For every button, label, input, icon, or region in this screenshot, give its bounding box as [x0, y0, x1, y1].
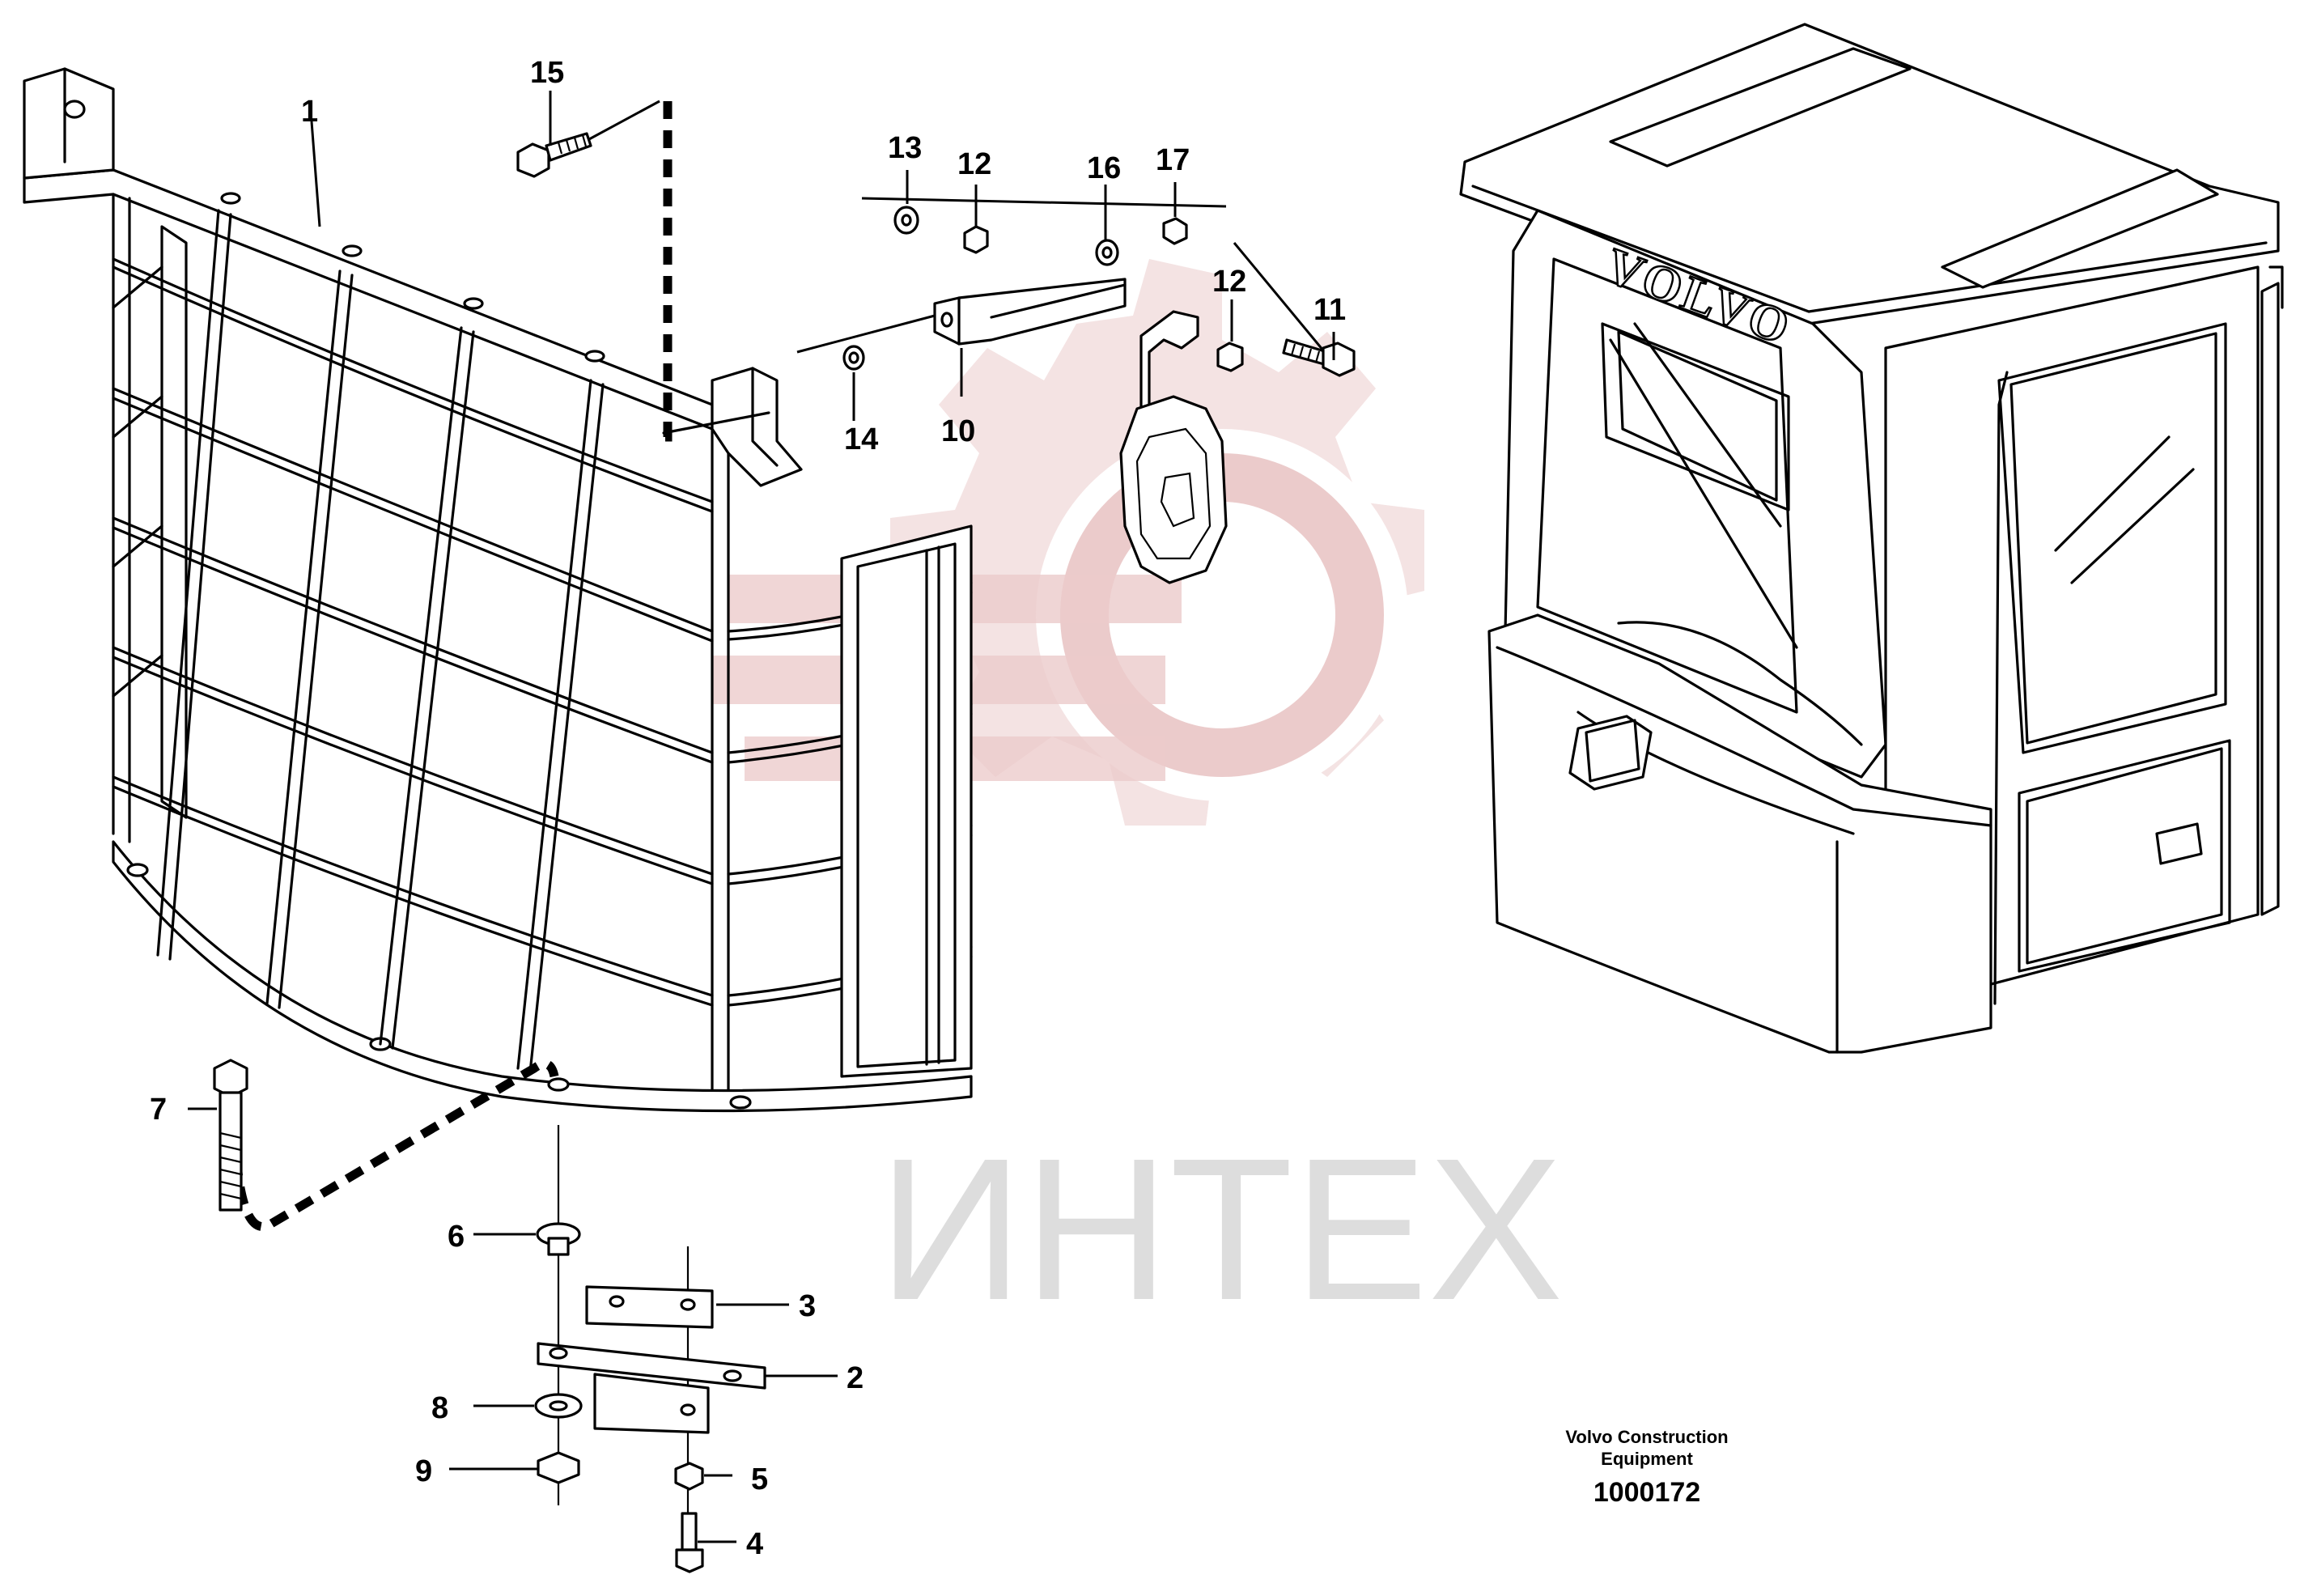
callout-14: 14 [844, 422, 878, 456]
assembly-line-15 [660, 101, 673, 442]
drawing-number: 1000172 [1593, 1477, 1700, 1508]
callout-1: 1 [301, 95, 318, 129]
watermark-text: ИНТЕХ [878, 1116, 1563, 1342]
callout-12a: 12 [957, 147, 991, 181]
callout-15: 15 [530, 56, 564, 90]
mirror-bracket-assembly [796, 197, 1356, 584]
callout-3: 3 [799, 1289, 816, 1323]
cab-illustration: VOLVO [1459, 23, 2284, 1054]
assembly-line-7 [230, 1059, 559, 1232]
callout-16: 16 [1087, 151, 1121, 185]
callout-10: 10 [941, 414, 975, 448]
guard-grille [23, 67, 973, 1113]
lower-hardware [534, 1125, 766, 1573]
bolt-15 [516, 100, 660, 178]
footer-company-line1: Volvo Construction [1565, 1427, 1728, 1447]
footer-company-line2: Equipment [1601, 1449, 1693, 1469]
callout-11: 11 [1313, 293, 1346, 327]
callout-6: 6 [448, 1220, 465, 1254]
callout-12b: 12 [1212, 265, 1246, 299]
callout-5: 5 [751, 1462, 768, 1496]
callout-7: 7 [150, 1093, 167, 1127]
callout-2: 2 [847, 1361, 864, 1395]
bolt-7 [213, 1059, 248, 1212]
callout-17: 17 [1156, 143, 1190, 177]
callout-labels: 1 2 3 4 5 6 7 8 9 10 11 12 12 13 14 15 1… [150, 56, 1346, 1561]
callout-9: 9 [415, 1454, 432, 1488]
callout-4: 4 [746, 1527, 763, 1561]
callout-leaders [188, 91, 1335, 1543]
callout-8: 8 [431, 1391, 448, 1425]
callout-13: 13 [888, 131, 922, 165]
footer: Volvo Construction Equipment 1000172 [1565, 1427, 1728, 1508]
